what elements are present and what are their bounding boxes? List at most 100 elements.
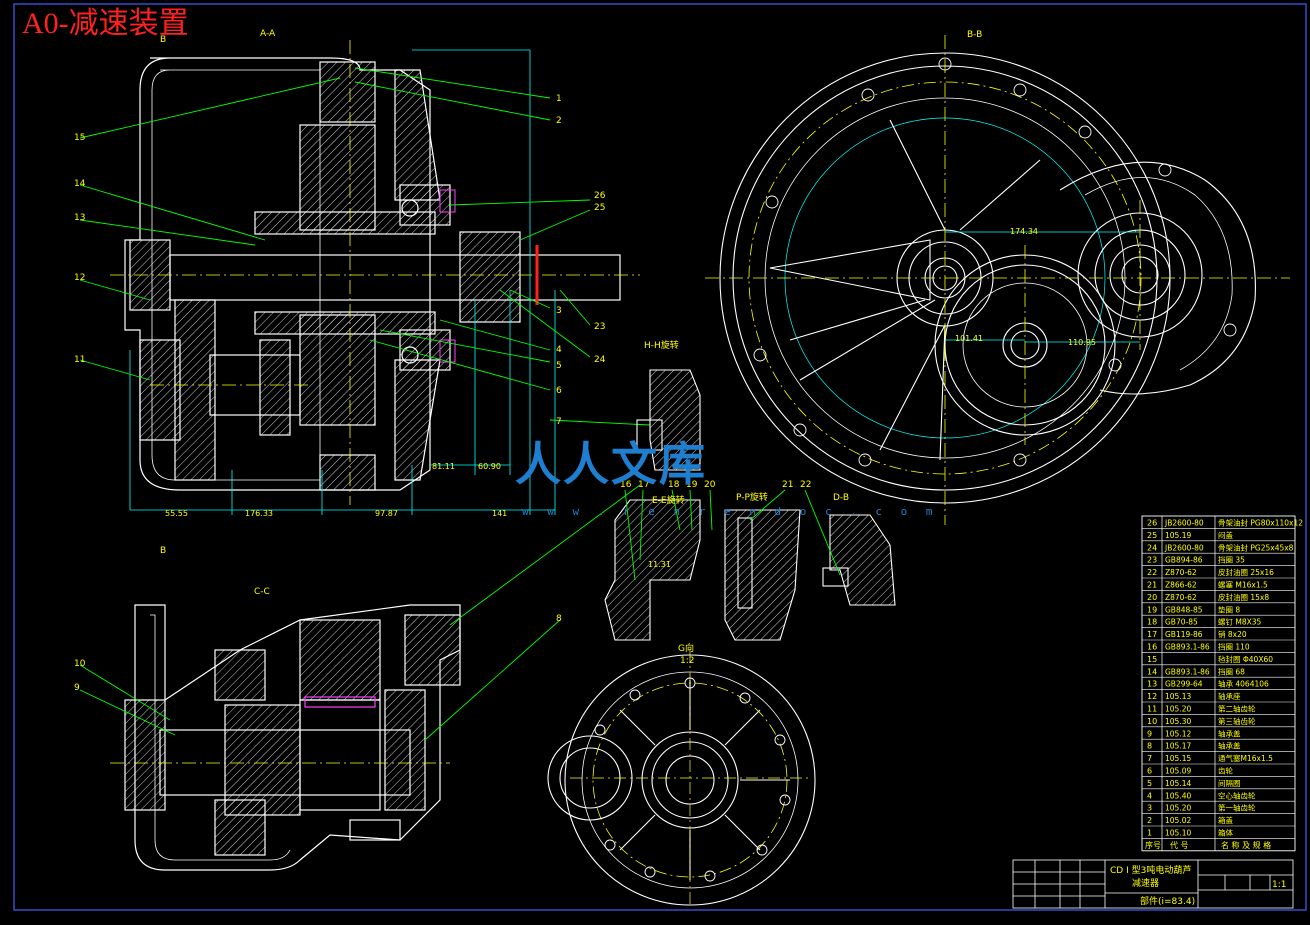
part-code: GB893.1-86 — [1165, 667, 1210, 676]
part-name: 螺钉 M8X35 — [1218, 617, 1262, 627]
aa-leader-lines — [79, 67, 651, 426]
balloon-left: 13 — [74, 213, 85, 223]
part-name: 轴承座 — [1218, 691, 1241, 701]
balloon-right: 7 — [556, 417, 562, 427]
part-number: 6 — [1147, 767, 1152, 776]
balloon-left: 11 — [74, 355, 85, 365]
part-number: 1 — [1147, 829, 1152, 838]
detail-sections — [604, 369, 896, 641]
balloon-right: 24 — [594, 355, 606, 365]
title-line-1: CD I 型3吨电动葫芦 — [1110, 864, 1191, 876]
part-number: 16 — [1147, 643, 1157, 652]
dimension-texts: 174.34 101.41 110.95 81.11 60.90 11.31 5… — [165, 227, 1096, 569]
balloon-mid: 20 — [704, 480, 716, 490]
balloon-mid: 18 — [668, 480, 680, 490]
g-bolt-holes — [594, 677, 791, 882]
dim-60: 60.90 — [478, 462, 501, 471]
bb-dimension-lines — [945, 231, 1140, 343]
part-code: GB119-86 — [1165, 630, 1203, 639]
watermark-logo: 人人文库 — [515, 437, 707, 491]
dim-11: 11.31 — [648, 560, 671, 569]
label-aa: A-A — [260, 29, 276, 39]
part-name: 第二轴齿轮 — [1218, 704, 1256, 714]
part-code: 105.30 — [1165, 717, 1191, 726]
dim-141: 141 — [492, 509, 507, 518]
section-labels: A-A B-B C-C D-B H-H旋转 E-E旋转 P-P旋转 G向 1:2… — [160, 29, 982, 666]
balloon-right: 6 — [556, 386, 562, 396]
cc-leaders — [79, 484, 641, 741]
part-number: 23 — [1147, 556, 1157, 565]
part-name: 闷盖 — [1218, 530, 1234, 540]
balloon-right: 5 — [556, 361, 562, 371]
part-number: 14 — [1147, 667, 1157, 676]
label-db: D-B — [833, 493, 849, 503]
part-name: 轴承 4064106 — [1218, 679, 1269, 689]
part-code: Z870-62 — [1165, 593, 1197, 602]
part-number: 18 — [1147, 618, 1157, 627]
part-number: 3 — [1147, 804, 1152, 813]
drawing-title: A0-减速装置 — [22, 7, 189, 40]
part-name: 空心轴齿轮 — [1218, 790, 1256, 800]
parts-table-row: 3 105.20 第一轴齿轮 — [1147, 803, 1256, 813]
part-name: 皮封油圈 15x8 — [1218, 592, 1269, 602]
balloon-right: 23 — [594, 322, 605, 332]
aa-magenta-parts — [439, 189, 539, 363]
part-name: 挡圈 35 — [1218, 555, 1245, 565]
balloon-right: 3 — [556, 306, 562, 316]
balloon-left: 9 — [74, 683, 80, 693]
section-aa-view — [124, 57, 621, 491]
dim-81: 81.11 — [432, 462, 455, 471]
part-code: 105.20 — [1165, 804, 1191, 813]
part-number: 17 — [1147, 630, 1157, 639]
part-name: 皮封油圈 25x16 — [1218, 567, 1274, 577]
part-code: 105.12 — [1165, 729, 1191, 738]
balloon-mid: 16 — [620, 480, 632, 490]
part-name: 垫圈 8 — [1218, 604, 1240, 614]
part-code: 105.19 — [1165, 531, 1191, 540]
parts-table-row: 17 GB119-86 销 8x20 — [1147, 629, 1247, 639]
bb-bolt-holes — [753, 57, 1237, 467]
watermark-url: w w w . r e n r e n d o c . c o m — [522, 505, 939, 518]
section-cc-view — [124, 604, 461, 871]
balloon-mid: 17 — [638, 480, 649, 490]
part-number: 13 — [1147, 680, 1157, 689]
balloon-right: 8 — [556, 614, 562, 624]
label-pp: P-P旋转 — [736, 491, 768, 503]
dim-55: 55.55 — [165, 509, 188, 518]
title-line-3: 部件(i=83.4) — [1140, 895, 1195, 907]
balloon-left: 10 — [74, 659, 86, 669]
part-number: 4 — [1147, 791, 1152, 800]
title-block — [1012, 859, 1294, 909]
part-name: 挡圈 68 — [1218, 666, 1245, 676]
part-name: 毡封圈 Φ40X60 — [1218, 654, 1273, 664]
part-name: 挡圈 110 — [1218, 642, 1250, 652]
part-name: 轴承盖 — [1218, 728, 1241, 738]
part-name: 第一轴齿轮 — [1218, 803, 1256, 813]
part-number: 11 — [1147, 705, 1157, 714]
title-scale: 1:1 — [1272, 880, 1286, 890]
part-name: 通气塞M16x1.5 — [1218, 753, 1273, 763]
label-g: G向 — [678, 642, 694, 654]
part-name: 骨架油封 PG25x45x8 — [1218, 542, 1294, 552]
part-number: 7 — [1147, 754, 1152, 763]
parts-table-row: 14 GB893.1-86 挡圈 68 — [1147, 666, 1245, 676]
header-name: 名 称 及 规 格 — [1221, 840, 1271, 850]
part-name: 齿轮 — [1218, 766, 1234, 776]
parts-table-border — [1141, 515, 1296, 852]
part-name: 第三轴齿轮 — [1218, 716, 1256, 726]
part-name: 销 8x20 — [1218, 629, 1247, 639]
